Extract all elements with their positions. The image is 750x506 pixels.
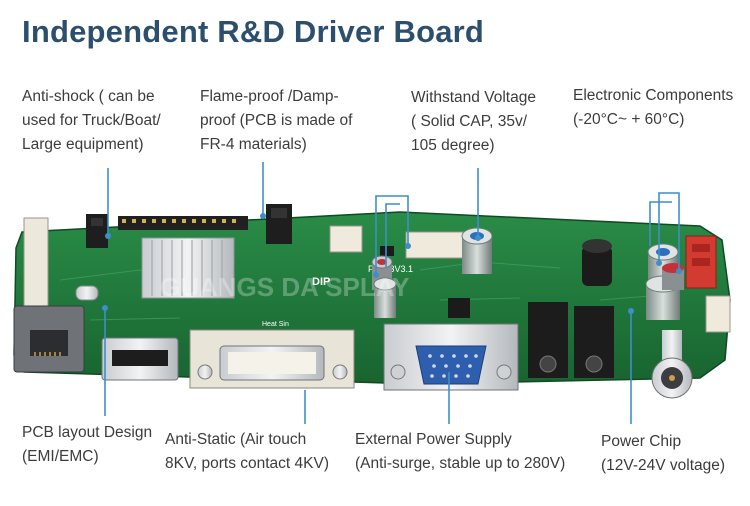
connector-mid (329, 225, 363, 253)
solid-cap-6 (662, 263, 684, 290)
watermark: GUANGS DA SPLAY (160, 272, 409, 302)
silk-dip: DIP (312, 276, 330, 288)
crystal (75, 285, 99, 301)
solid-cap-3 (461, 227, 493, 274)
page-title: Independent R&D Driver Board (22, 14, 485, 49)
silk-heat: Heat Sin (262, 321, 289, 328)
withstand-voltage-label: Withstand Voltage ( Solid CAP, 35v/ 105 … (411, 89, 536, 154)
anti-shock-label: Anti-shock ( can be used for Truck/Boat/… (22, 88, 161, 153)
anti-static-label: Anti-Static (Air touch 8KV, ports contac… (165, 431, 329, 472)
left-connector (23, 217, 49, 309)
callout-dots (102, 213, 682, 314)
dc-power-jack (651, 330, 693, 399)
connector-far-right (705, 295, 731, 333)
connector-right (405, 231, 465, 259)
inductor (582, 239, 612, 286)
solid-cap-2 (373, 277, 397, 318)
flame-proof-label: Flame-proof /Damp- proof (PCB is made of… (200, 88, 353, 153)
power-chip-label: Power Chip (12V-24V voltage) (601, 433, 726, 474)
callout-lines (104, 162, 680, 424)
external-power-label: External Power Supply (Anti-surge, stabl… (355, 431, 566, 472)
pcb-layout-label: PCB layout Design (EMI/EMC) (22, 424, 153, 465)
heatsink (141, 237, 235, 299)
ic-chip (448, 298, 470, 318)
electronic-components-label: Electronic Components (-20°C~ + 60°C) (573, 87, 734, 128)
